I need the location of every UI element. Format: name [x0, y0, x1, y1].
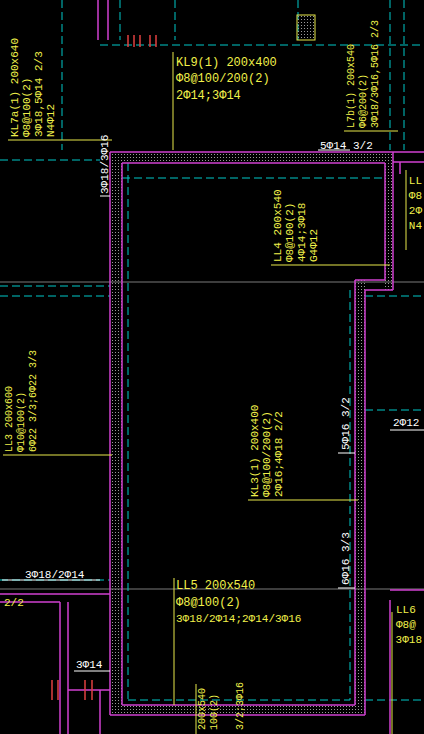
rebar-annotation: 3Φ18,5Φ14 2/3: [34, 51, 45, 137]
rebar-annotation: 200x540: [198, 688, 208, 730]
leader-line: [3, 52, 406, 734]
rebar-annotation: G4Φ12: [309, 229, 320, 262]
rebar-annotation: 100(2): [210, 694, 220, 730]
rebar-annotation: 2/2: [4, 598, 24, 609]
rebar-annotation: 3Φ18/3Φ16: [100, 135, 111, 194]
rebar-annotation: 4Φ14;3Φ18: [297, 203, 308, 262]
rebar-annotation: LL3 200x600: [5, 386, 15, 452]
axis-line: [0, 282, 424, 589]
rebar-annotation: 6Φ16 3/3: [341, 532, 352, 585]
rebar-annotation: 6Φ22 3/3;6Φ22 3/3: [29, 350, 39, 452]
wall-fill: [110, 152, 393, 715]
rebar-annotation: N4Φ12: [46, 104, 57, 137]
rebar-annotation: Φ8@100/200(2): [176, 73, 270, 85]
rebar-annotation: Φ8@100(2): [22, 78, 33, 137]
rebar-annotation: KL7a(1) 200x640: [10, 38, 21, 137]
rebar-annotation: 3Φ18: [396, 635, 422, 646]
rebar-annotation: Φ8@100/200(2): [262, 411, 273, 497]
rebar-annotation: Φ8@: [396, 620, 416, 631]
rebar-annotation: LL4 200x540: [273, 189, 284, 262]
rebar-annotation: LL5 200x540: [176, 580, 255, 592]
rebar-annotation: Φ6@200(2): [359, 74, 369, 128]
rebar-annotation: 5Φ16 3/2: [341, 397, 352, 450]
rebar-annotation: Φ8: [409, 191, 422, 202]
rebar-annotation: KL9(1) 200x400: [176, 57, 277, 69]
column: [297, 15, 315, 40]
rebar-annotation: LL6: [396, 605, 416, 616]
rebar-annotation: KL3(1) 200x400: [250, 405, 261, 497]
beam-edge: [0, 0, 424, 700]
rebar-annotation: Φ8@100(2): [285, 203, 296, 262]
rebar-annotation: 5Φ14 3/2: [320, 141, 373, 152]
rebar-annotation: LL: [409, 176, 422, 187]
rebar-annotation: N4: [409, 221, 422, 232]
rebar-annotation: Φ10@100(2): [17, 392, 27, 452]
rebar-annotation: 3Φ18/2Φ14: [25, 570, 84, 581]
rebar-annotation: 2Φ12: [393, 418, 419, 429]
rebar-annotation: 2Φ14;3Φ14: [176, 90, 241, 102]
rebar-annotation: 2Φ16;4Φ18 2/2: [274, 411, 285, 497]
rebar-annotation: L7b(1) 200x540: [347, 44, 357, 128]
rebar-annotation: 2Φ: [409, 206, 422, 217]
rebar-annotation: 3Φ18/3Φ16,5Φ16 2/3: [371, 20, 381, 128]
rebar-annotation: 3Φ18/2Φ14;2Φ14/3Φ16: [176, 614, 301, 625]
rebar-annotation: Φ8@100(2): [176, 597, 241, 609]
dimension-tick: [2, 150, 424, 671]
rebar-annotation: 3Φ14: [76, 660, 102, 671]
rebar-mark: [52, 35, 156, 700]
rebar-annotation: 3/2;3Φ16: [236, 682, 246, 730]
